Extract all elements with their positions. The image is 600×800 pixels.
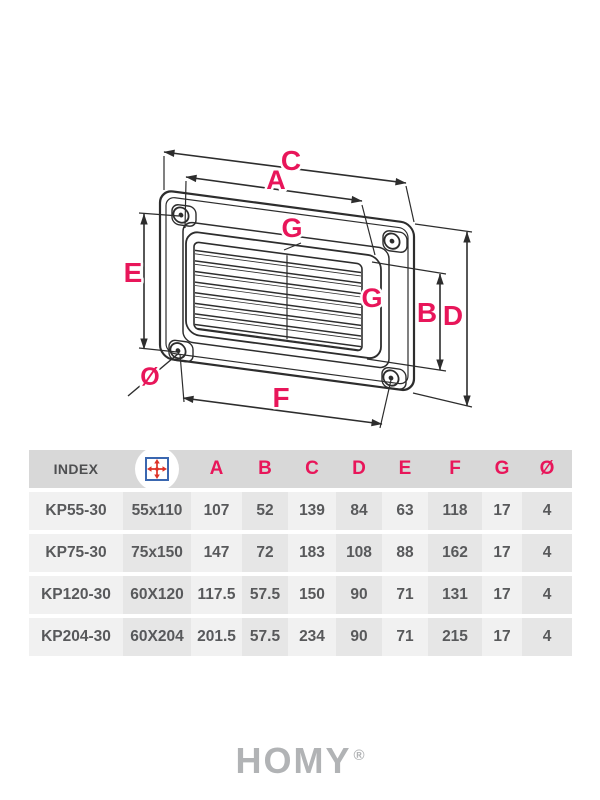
dim-value-cell: 90 <box>336 618 382 656</box>
label-C: C <box>281 145 301 176</box>
index-cell: KP75-30 <box>29 534 123 572</box>
dim-value-cell: 107 <box>191 492 242 530</box>
dim-value-cell: 57.5 <box>242 618 288 656</box>
brand-logo: HOMY® <box>0 740 600 782</box>
dim-value-cell: 57.5 <box>242 576 288 614</box>
plate-inner-outline <box>165 197 409 385</box>
louver-opening-outline <box>193 241 363 352</box>
header-cell-dim-C: C <box>288 450 336 488</box>
dim-value-cell: 17 <box>482 492 522 530</box>
index-cell: KP55-30 <box>29 492 123 530</box>
dim-value-cell: 84 <box>336 492 382 530</box>
dim-value-cell: 183 <box>288 534 336 572</box>
dimensions-icon <box>135 447 179 491</box>
g-leader-line <box>283 242 302 251</box>
label-E: E <box>124 257 143 288</box>
registered-trademark-symbol: ® <box>353 747 365 764</box>
dim-line-D <box>412 223 473 408</box>
brand-name: HOMY <box>235 740 352 781</box>
dim-value-cell: 118 <box>428 492 482 530</box>
size-cell: 60X120 <box>123 576 191 614</box>
label-G-side: G <box>361 283 382 313</box>
dim-value-cell: 90 <box>336 576 382 614</box>
header-cell-index: INDEX <box>29 450 123 488</box>
header-cell-dim-diameter: Ø <box>522 450 572 488</box>
header-cell-dim-G: G <box>482 450 522 488</box>
duct-collar-outline <box>185 231 382 359</box>
index-cell: KP120-30 <box>29 576 123 614</box>
dim-line-F <box>179 353 392 429</box>
header-cell-icon <box>123 447 191 491</box>
size-cell: 75x150 <box>123 534 191 572</box>
dim-value-cell: 147 <box>191 534 242 572</box>
dim-value-cell: 150 <box>288 576 336 614</box>
dim-line-B <box>366 261 447 372</box>
dim-value-cell: 108 <box>336 534 382 572</box>
dim-value-cell: 17 <box>482 576 522 614</box>
dim-line-E <box>138 212 180 353</box>
dim-value-cell: 88 <box>382 534 428 572</box>
screw-bottom-right <box>381 366 407 390</box>
dim-value-cell: 4 <box>522 618 572 656</box>
dim-value-cell: 52 <box>242 492 288 530</box>
dim-value-cell: 17 <box>482 534 522 572</box>
dim-value-cell: 4 <box>522 492 572 530</box>
dim-value-cell: 4 <box>522 576 572 614</box>
dim-value-cell: 71 <box>382 618 428 656</box>
dimensions-table: INDEX A B C D E F G Ø KP55-30 55x11 <box>29 447 572 656</box>
dim-value-cell: 131 <box>428 576 482 614</box>
dim-value-cell: 234 <box>288 618 336 656</box>
dim-value-cell: 71 <box>382 576 428 614</box>
label-A: A <box>266 165 286 195</box>
dim-value-cell: 139 <box>288 492 336 530</box>
plate-outer-outline <box>158 190 416 392</box>
header-cell-dim-A: A <box>191 450 242 488</box>
screw-top-left <box>171 204 197 227</box>
header-cell-dim-F: F <box>428 450 482 488</box>
dim-value-cell: 72 <box>242 534 288 572</box>
dim-value-cell: 4 <box>522 534 572 572</box>
label-G-top: G <box>281 213 302 243</box>
header-cell-dim-E: E <box>382 450 428 488</box>
label-B: B <box>417 297 437 328</box>
dim-value-cell: 162 <box>428 534 482 572</box>
recessed-panel-outline <box>182 221 390 369</box>
header-cell-dim-B: B <box>242 450 288 488</box>
screw-top-right <box>382 230 408 253</box>
dim-value-cell: 117.5 <box>191 576 242 614</box>
label-diameter: Ø <box>140 363 159 391</box>
dim-value-cell: 215 <box>428 618 482 656</box>
louver-slats <box>195 249 361 351</box>
header-cell-dim-D: D <box>336 450 382 488</box>
label-D: D <box>443 300 463 331</box>
dim-line-C <box>163 149 415 223</box>
size-cell: 55x110 <box>123 492 191 530</box>
dim-value-cell: 63 <box>382 492 428 530</box>
diameter-leader-line <box>127 352 180 397</box>
dim-value-cell: 17 <box>482 618 522 656</box>
vent-grille-technical-drawing: C A G E G B D Ø F <box>123 145 473 429</box>
dim-line-A <box>184 174 376 256</box>
size-cell: 60X204 <box>123 618 191 656</box>
index-cell: KP204-30 <box>29 618 123 656</box>
dim-value-cell: 201.5 <box>191 618 242 656</box>
label-F: F <box>272 382 289 413</box>
